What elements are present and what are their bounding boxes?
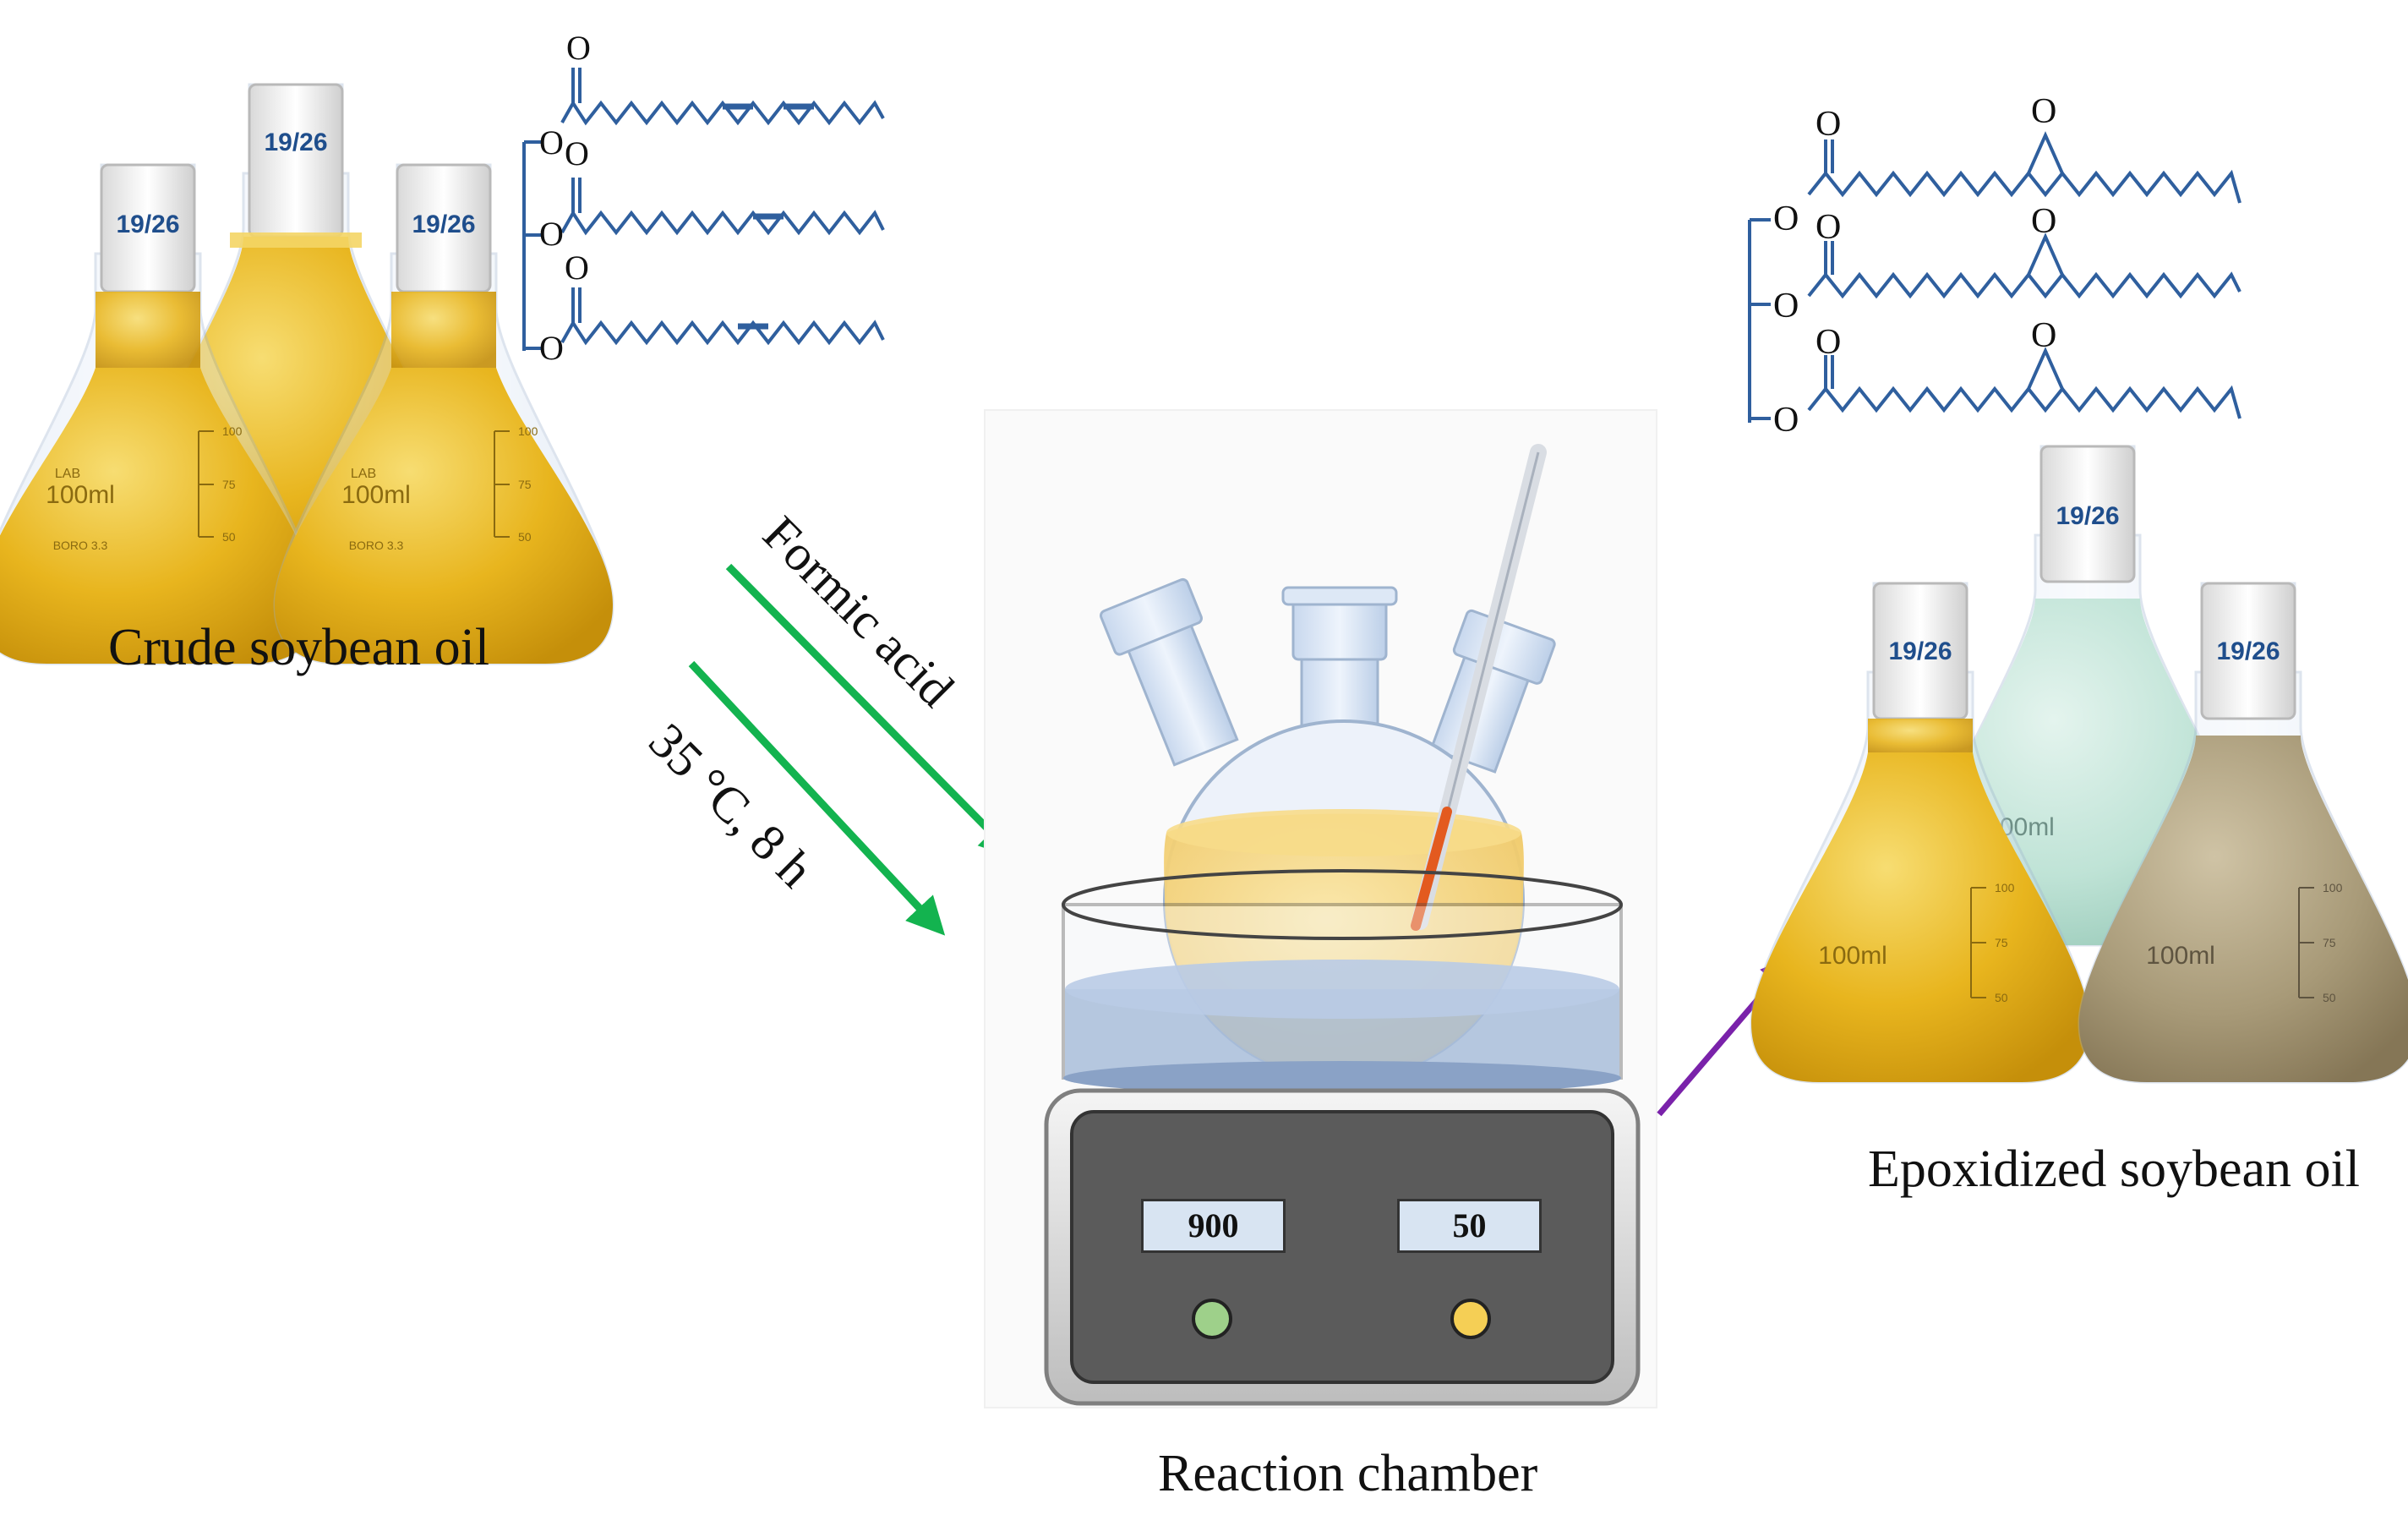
- flask-grad-100: 100: [1995, 881, 2015, 894]
- flask-volume: 100ml: [341, 481, 411, 509]
- flask-grad-75: 75: [1995, 936, 2008, 949]
- atom-O: O: [2031, 316, 2056, 355]
- product-flask-brown: 19/26 100ml 100 75 50: [2078, 582, 2408, 1084]
- stir-speed-display: 900: [1141, 1199, 1286, 1253]
- atom-O: O: [539, 123, 564, 161]
- flask-neck-label: 19/26: [1888, 637, 1952, 665]
- crude-oil-label: Crude soybean oil: [108, 619, 490, 676]
- epoxidized-oil-label: Epoxidized soybean oil: [1868, 1140, 2360, 1198]
- epoxidized-molecule: [1748, 131, 2241, 423]
- flask-grad-100: 100: [222, 424, 243, 438]
- crude-flask-right: 19/26 LAB 100ml BORO 3.3 100 75 50: [273, 163, 614, 665]
- flask-grad-75: 75: [518, 478, 532, 491]
- flask-brand: LAB: [55, 467, 80, 481]
- atom-O: O: [2031, 202, 2056, 241]
- triglyceride-atom-labels: O O O O O O: [539, 29, 591, 367]
- flask-glass: BORO 3.3: [349, 539, 404, 552]
- flask-brand: LAB: [351, 467, 376, 481]
- flask-neck-label: 19/26: [116, 211, 179, 238]
- atom-O: O: [1816, 208, 1841, 247]
- crude-flask-left: 19/26 LAB 100ml BORO 3.3 100 75 50: [0, 163, 319, 665]
- flask-grad-100: 100: [518, 424, 538, 438]
- atom-O: O: [1773, 401, 1799, 440]
- conditions-arrow: [688, 660, 946, 936]
- flask-grad-50: 50: [1995, 991, 2008, 1004]
- flask-grad-50: 50: [518, 530, 532, 544]
- thermometer: [1411, 444, 1547, 931]
- heat-knob[interactable]: [1450, 1299, 1491, 1339]
- flask-grad-50: 50: [222, 530, 236, 544]
- atom-O: O: [566, 29, 591, 67]
- flask-neck-label: 19/26: [264, 129, 327, 156]
- water-bath: [1062, 869, 1623, 1095]
- stir-knob[interactable]: [1192, 1299, 1232, 1339]
- reaction-chamber: [984, 409, 1657, 1408]
- stirrer-hotplate: [1044, 1088, 1641, 1406]
- temperature-display: 50: [1397, 1199, 1542, 1253]
- crude-flask-group: 19/26 19/26 LAB 100ml BORO 3.3 100 75 50…: [0, 83, 614, 665]
- reaction-chamber-label: Reaction chamber: [1158, 1445, 1538, 1502]
- flask-volume: 100ml: [2146, 942, 2215, 970]
- reagent-arrow: [725, 563, 1018, 860]
- atom-O: O: [2031, 92, 2056, 131]
- flask-grad-75: 75: [2323, 936, 2336, 949]
- epoxidized-atom-labels: O O O O O O O O O: [1773, 92, 2056, 440]
- flask-grad-100: 100: [2323, 881, 2343, 894]
- atom-O: O: [565, 134, 589, 172]
- flask-glass: BORO 3.3: [53, 539, 108, 552]
- product-flask-yellow: 19/26 100ml 100 75 50: [1750, 582, 2091, 1084]
- atom-O: O: [539, 215, 564, 253]
- flask-grad-50: 50: [2323, 991, 2336, 1004]
- atom-O: O: [1773, 287, 1799, 325]
- flask-grad-75: 75: [222, 478, 236, 491]
- atom-O: O: [1773, 200, 1799, 238]
- atom-O: O: [565, 249, 589, 287]
- flask-neck-label: 19/26: [2216, 637, 2280, 665]
- atom-O: O: [1816, 105, 1841, 144]
- atom-O: O: [539, 329, 564, 367]
- atom-O: O: [1816, 323, 1841, 362]
- flask-volume: 100ml: [46, 481, 115, 509]
- product-flask-group: 19/26 100ml 19/26 100ml 100 75 50 19/26 …: [1750, 445, 2408, 1084]
- flask-neck-label: 19/26: [412, 211, 475, 238]
- triglyceride-molecule: [522, 68, 885, 351]
- flask-volume: 100ml: [1818, 942, 1887, 970]
- flask-neck-left: [1099, 577, 1239, 767]
- flask-neck-label: 19/26: [2056, 502, 2119, 530]
